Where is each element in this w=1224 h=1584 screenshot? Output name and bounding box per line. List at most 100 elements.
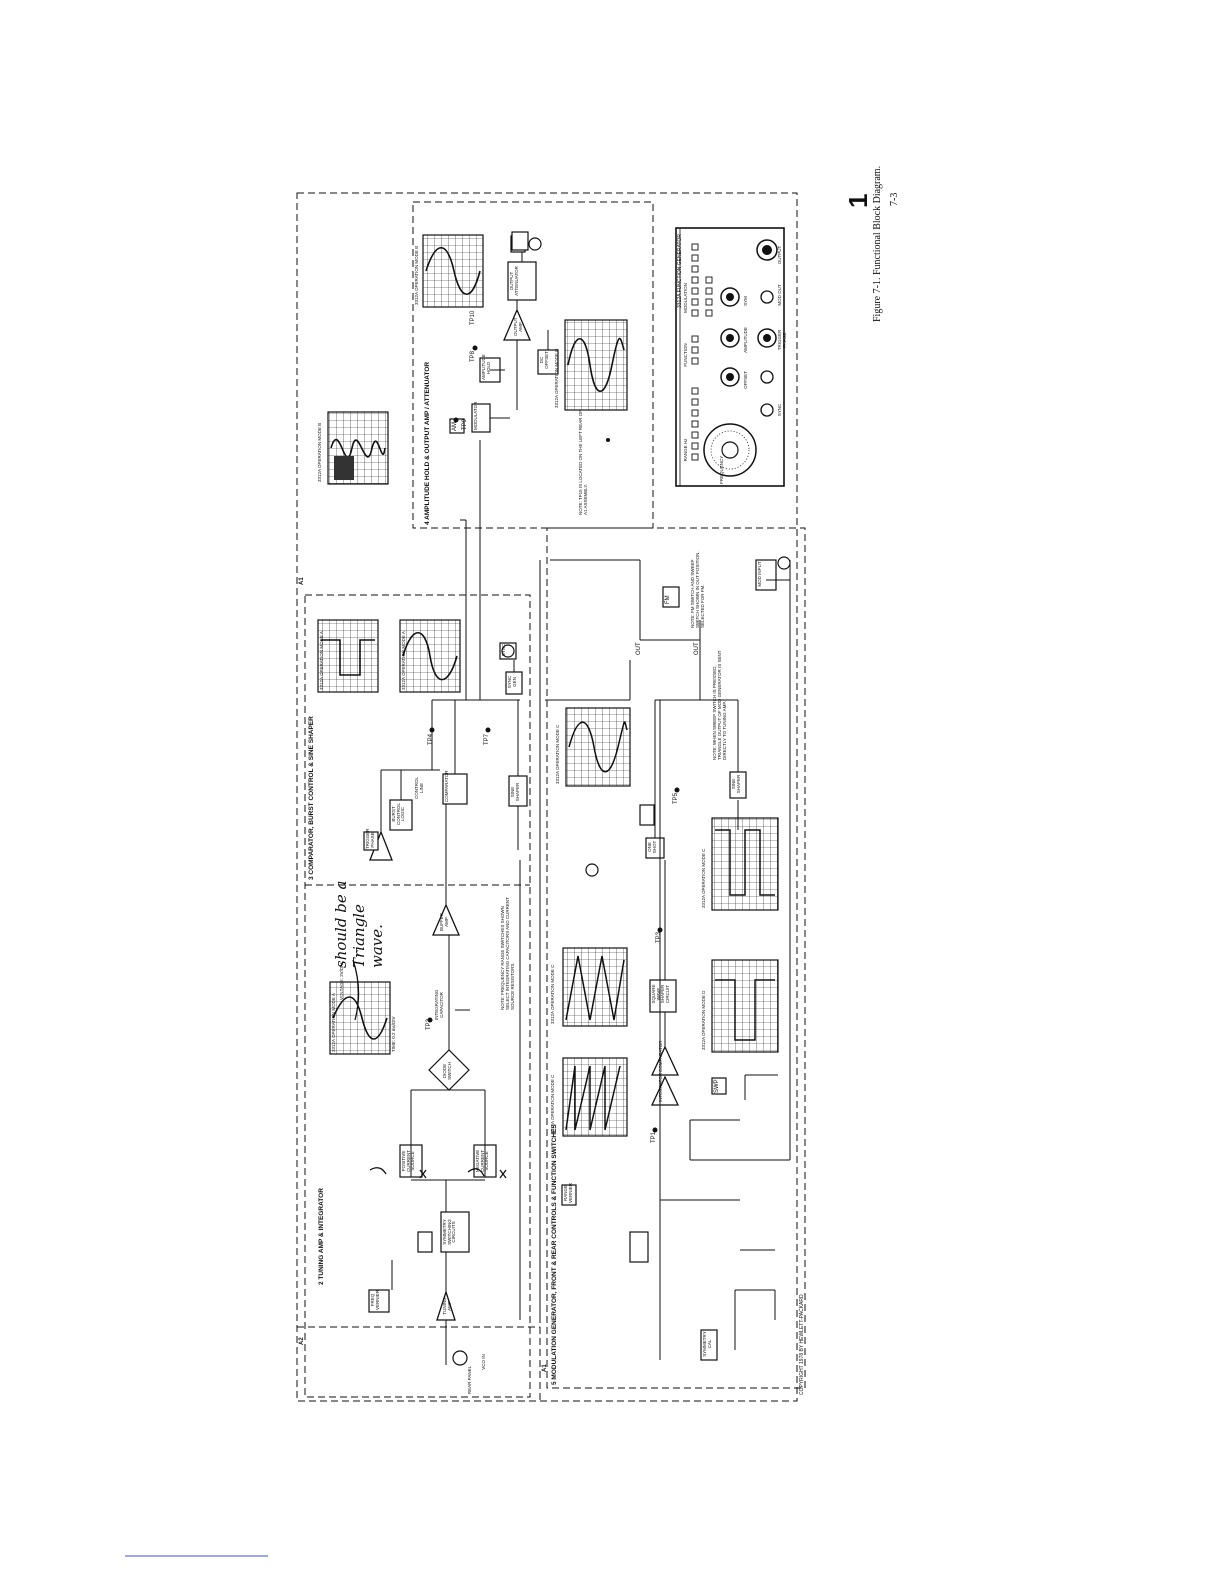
output-jack: [528, 237, 542, 251]
symmetry-cal-block: [700, 1329, 718, 1361]
freq-vernier-label: FREQ VERNIER: [370, 1289, 380, 1310]
front-panel-drawing: [675, 227, 785, 487]
front-panel-range: RANGE Hz: [683, 438, 688, 462]
mod-input-block: [755, 559, 777, 591]
range-vernier-label: RANGE VERNIER: [563, 1182, 573, 1203]
front-panel-output: OUTPUT: [777, 245, 782, 265]
mod-comparator-label: COMPARATOR: [658, 1040, 663, 1072]
vco-in-jack: [452, 1350, 468, 1366]
handwritten-marks: [352, 959, 507, 1179]
mod-comparator-symbol: [650, 1045, 680, 1076]
board-a1-label-top: A1: [299, 577, 305, 585]
front-panel-frequency: FREQUENCY: [719, 455, 724, 484]
ext-jack: [585, 863, 599, 877]
tp-location-note: NOTE: TP15 IS LOCATED ON THE LEFT REAR O…: [578, 410, 589, 515]
range-vernier-block: [561, 1184, 577, 1206]
scope-title-mode-c-1: 3312A OPERATION MODE C: [550, 1074, 555, 1134]
out-switch-label-1: OUT: [636, 642, 642, 655]
tp5-label: TP5: [673, 792, 679, 804]
tp8-label: TP8: [470, 350, 476, 362]
front-panel-trigger: TRIGGER PHASE: [777, 329, 787, 351]
blocks: [363, 231, 777, 1361]
modulator-label: MODULATOR: [473, 401, 478, 430]
scope-mode-a-square: [317, 619, 379, 693]
buffer-amp-symbol: [432, 903, 460, 936]
range-block: [417, 1231, 433, 1253]
handwritten-annotation: should be a Triangle wave.: [332, 880, 386, 968]
scope-title-mode-c-2: 3312A OPERATION MODE C: [550, 964, 555, 1024]
scope-mode-d-1: [711, 959, 779, 1053]
one-shot-label: ONE SHOT: [647, 840, 657, 854]
scope-mode-c-1: [562, 1057, 628, 1137]
diode-switch-label: DIODE SWITCH: [442, 1062, 452, 1080]
buffer-amp-label: BUFFER AMP: [439, 913, 449, 931]
sine-shaper-label: SINE SHAPER: [510, 782, 520, 802]
swp-block: [711, 1077, 727, 1095]
integrating-capacitor-label: INTEGRATING CAPACITOR: [434, 989, 444, 1020]
integrator-symbol: [650, 1075, 680, 1106]
tp4-label: TP4: [428, 733, 434, 745]
figure-caption: Figure 7-1. Functional Block Diagram.: [872, 165, 883, 322]
mod-input-label: MOD INPUT: [757, 561, 762, 587]
trigger-small-block: [639, 804, 655, 826]
scope-mode-a-sine: [399, 619, 461, 693]
scope-volt-axis: VOLTAGE: 2V/DIV: [339, 962, 344, 1000]
sync-gen-label: SYNC GEN: [507, 675, 517, 689]
amp-hold-label: AMPLITUDE HOLD: [481, 354, 491, 380]
fm-block: [662, 586, 680, 608]
square-wave-block: [649, 979, 677, 1013]
mod-out-jack: [777, 556, 791, 570]
scope-mode-c-3: [565, 707, 631, 787]
scope-title-mode-b-out: 3312A OPERATION MODE B: [414, 245, 419, 305]
out-switch-label-2: OUT: [694, 642, 700, 655]
scope-title-mode-a-2: 3312A OPERATION MODE A: [331, 993, 336, 1052]
symmetry-label: SYMMETRY SWITCHING CIRCUITS: [442, 1219, 457, 1245]
tab-number: 1: [843, 193, 873, 208]
front-panel-sync: SYNC: [777, 403, 782, 417]
tuning-amp-label: TUNING AMP: [442, 1297, 452, 1315]
wiring: [380, 252, 791, 1365]
out-jack-small: [511, 231, 529, 251]
section-3-title: 3 COMPARATOR, BURST CONTROL & SINE SHAPE…: [308, 716, 315, 880]
comparator-label: COMPARATOR: [444, 770, 449, 802]
section-5-outline: [546, 527, 806, 1389]
scope-title-mode-d-out: 3312A OPERATION MODE D: [554, 348, 559, 408]
trigger-phase-block: [363, 831, 379, 851]
tp7-label: TP7: [484, 733, 490, 745]
section-4-outline: [412, 201, 654, 529]
scope-title-mode-c-4: 3312A OPERATION MODE C: [701, 848, 706, 908]
rear-panel-label: REAR PANEL: [467, 1365, 472, 1395]
page-number: 7-3: [889, 192, 900, 206]
am-switch-label: AM: [452, 422, 458, 431]
tp9-label: TP9: [462, 418, 468, 430]
tp3-label: TP3: [656, 931, 662, 943]
front-panel-sym: SYM: [743, 296, 748, 306]
tp10-label: TP10: [470, 310, 476, 325]
board-a1-label-bottom: A1: [542, 1364, 548, 1372]
sync-label: SYNC: [501, 643, 506, 657]
fm-note: NOTE: FM SWITCH AND SWEEP SWITCH SHOWN I…: [690, 551, 706, 628]
copyright-note: COPYRIGHT 1978 BY HEWLETT-PACKARD: [799, 1294, 805, 1395]
freq-range-note: NOTE: FREQUENCY RANGE SWITCHES SHOWN SEL…: [500, 897, 516, 1010]
neg-current-label: NEGATIVE CURRENT SOURCE: [475, 1149, 490, 1173]
scope-screens: [317, 234, 779, 1137]
scope-mode-a-out: [422, 234, 484, 308]
section-2-title: 2 TUNING AMP & INTEGRATOR: [318, 1188, 325, 1285]
amplifiers: [369, 308, 680, 1321]
output-amp-label: OUTPUT AMP: [513, 317, 523, 337]
front-panel-offset: OFFSET: [743, 371, 748, 389]
scope-mode-b-am: [327, 411, 389, 485]
scope-mode-a-sec2: [329, 981, 391, 1055]
output-atten-block: [507, 261, 537, 301]
scope-time-axis: TIME: 0.2 ms/DIV: [391, 1016, 396, 1052]
section-4-title: 4 AMPLITUDE HOLD & OUTPUT AMP / ATTENUAT…: [424, 361, 431, 525]
scope-title-mode-b: 3312A OPERATION MODE B: [317, 422, 322, 482]
board-a1-outline: [296, 192, 798, 1402]
sync-jack: [501, 644, 515, 658]
vco-in-label: VCO IN: [481, 1354, 486, 1370]
scope-mode-c-2: [562, 947, 628, 1027]
sweep-note: NOTE: WHEN SWEEP SWITCH IS PRESSED, TRIA…: [712, 650, 728, 760]
pos-current-label: POSITIVE CURRENT SOURCE: [401, 1150, 416, 1172]
scope-title-mode-a-3a: 3312A OPERATION MODE A: [319, 631, 324, 690]
